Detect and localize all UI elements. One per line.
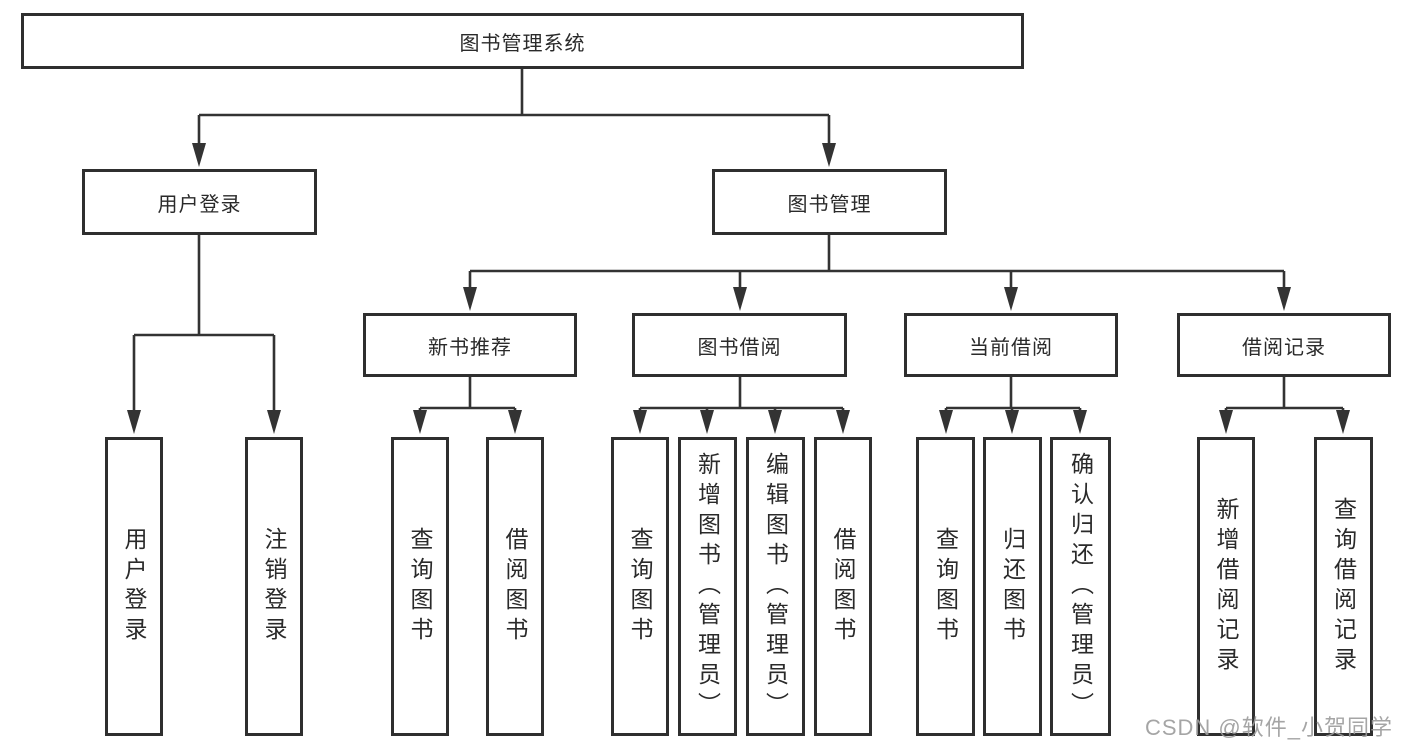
arrowhead-down-icon <box>836 410 850 434</box>
leaf-edit-books-admin: 编辑图书（管理员） <box>746 437 805 736</box>
arrowhead-down-icon <box>633 410 647 434</box>
node-book-management: 图书管理 <box>712 169 947 235</box>
node-current-borrowing: 当前借阅 <box>904 313 1118 377</box>
arrowhead-down-icon <box>1073 410 1087 434</box>
root-node-library-system: 图书管理系统 <box>21 13 1024 69</box>
arrowhead-down-icon <box>1336 410 1350 434</box>
node-current-borrowing-label: 当前借阅 <box>969 336 1053 359</box>
arrowhead-down-icon <box>822 143 836 167</box>
arrowhead-down-icon <box>192 143 206 167</box>
node-user-login: 用户登录 <box>82 169 317 235</box>
arrowhead-down-icon <box>413 410 427 434</box>
arrowhead-down-icon <box>733 287 747 311</box>
arrowhead-down-icon <box>768 410 782 434</box>
node-new-book-recommend: 新书推荐 <box>363 313 577 377</box>
node-book-borrowing: 图书借阅 <box>632 313 847 377</box>
leaf-borrow-books: 借阅图书 <box>814 437 872 736</box>
root-node-label: 图书管理系统 <box>459 32 586 55</box>
arrowhead-down-icon <box>1219 410 1233 434</box>
arrowhead-down-icon <box>267 410 281 434</box>
arrowhead-down-icon <box>127 410 141 434</box>
arrowhead-down-icon <box>1277 287 1291 311</box>
leaf-logout: 注销登录 <box>245 437 303 736</box>
leaf-borrow-books-recommend: 借阅图书 <box>486 437 544 736</box>
node-book-borrowing-label: 图书借阅 <box>697 336 782 359</box>
leaf-query-books-recommend: 查询图书 <box>391 437 449 736</box>
arrowhead-down-icon <box>463 287 477 311</box>
arrowhead-down-icon <box>1005 410 1019 434</box>
leaf-confirm-return-admin: 确认归还（管理员） <box>1050 437 1111 736</box>
node-user-login-label: 用户登录 <box>157 193 242 216</box>
leaf-add-borrow-record: 新增借阅记录 <box>1197 437 1255 736</box>
arrowhead-down-icon <box>508 410 522 434</box>
node-borrowing-records-label: 借阅记录 <box>1242 336 1326 359</box>
csdn-watermark: CSDN @软件_小贺同学 <box>1144 715 1393 740</box>
node-borrowing-records: 借阅记录 <box>1177 313 1391 377</box>
leaf-add-books-admin: 新增图书（管理员） <box>678 437 737 736</box>
leaf-query-borrow-record: 查询借阅记录 <box>1314 437 1373 736</box>
arrowhead-down-icon <box>700 410 714 434</box>
arrowhead-down-icon <box>1004 287 1018 311</box>
arrowhead-down-icon <box>939 410 953 434</box>
leaf-query-books-current: 查询图书 <box>916 437 975 736</box>
node-new-book-recommend-label: 新书推荐 <box>428 336 512 359</box>
leaf-user-login: 用户登录 <box>105 437 163 736</box>
node-book-management-label: 图书管理 <box>787 193 872 216</box>
leaf-return-books: 归还图书 <box>983 437 1042 736</box>
leaf-query-books-borrow: 查询图书 <box>611 437 669 736</box>
